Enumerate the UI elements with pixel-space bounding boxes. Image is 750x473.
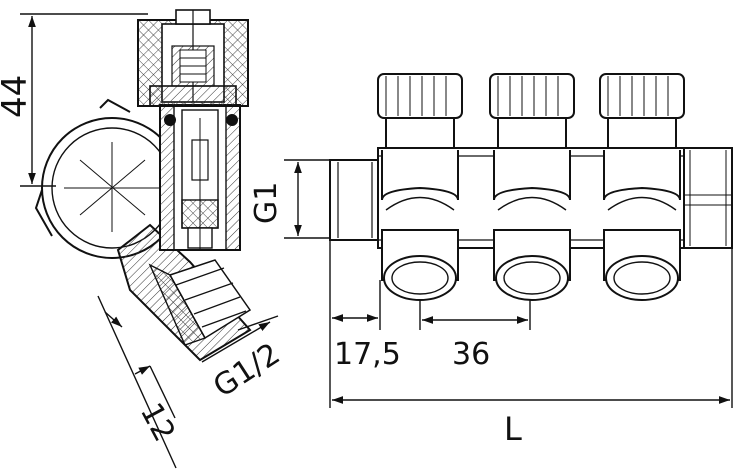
label-44: 44 bbox=[0, 75, 35, 118]
dimension-g1 bbox=[284, 159, 330, 239]
dimension-g1-2 bbox=[201, 315, 279, 363]
dimension-17-5 bbox=[329, 240, 381, 408]
outlet-female-end bbox=[683, 147, 733, 249]
outlet-1 bbox=[377, 73, 463, 301]
section-view bbox=[20, 9, 279, 469]
dimension-12 bbox=[97, 295, 177, 469]
dimension-36 bbox=[419, 300, 531, 330]
dimension-l bbox=[332, 248, 733, 408]
dimension-44 bbox=[20, 13, 148, 187]
label-17-5: 17,5 bbox=[334, 337, 401, 372]
label-g1: G1 bbox=[249, 182, 284, 224]
label-l: L bbox=[504, 410, 522, 448]
label-36: 36 bbox=[452, 337, 490, 372]
valve-insert bbox=[159, 104, 241, 251]
angled-outlet bbox=[116, 223, 252, 362]
outlet-2 bbox=[489, 73, 575, 301]
cap-section bbox=[137, 9, 249, 107]
label-12: 12 bbox=[133, 397, 182, 447]
manifold-view bbox=[284, 73, 733, 408]
outlet-3 bbox=[599, 73, 685, 301]
